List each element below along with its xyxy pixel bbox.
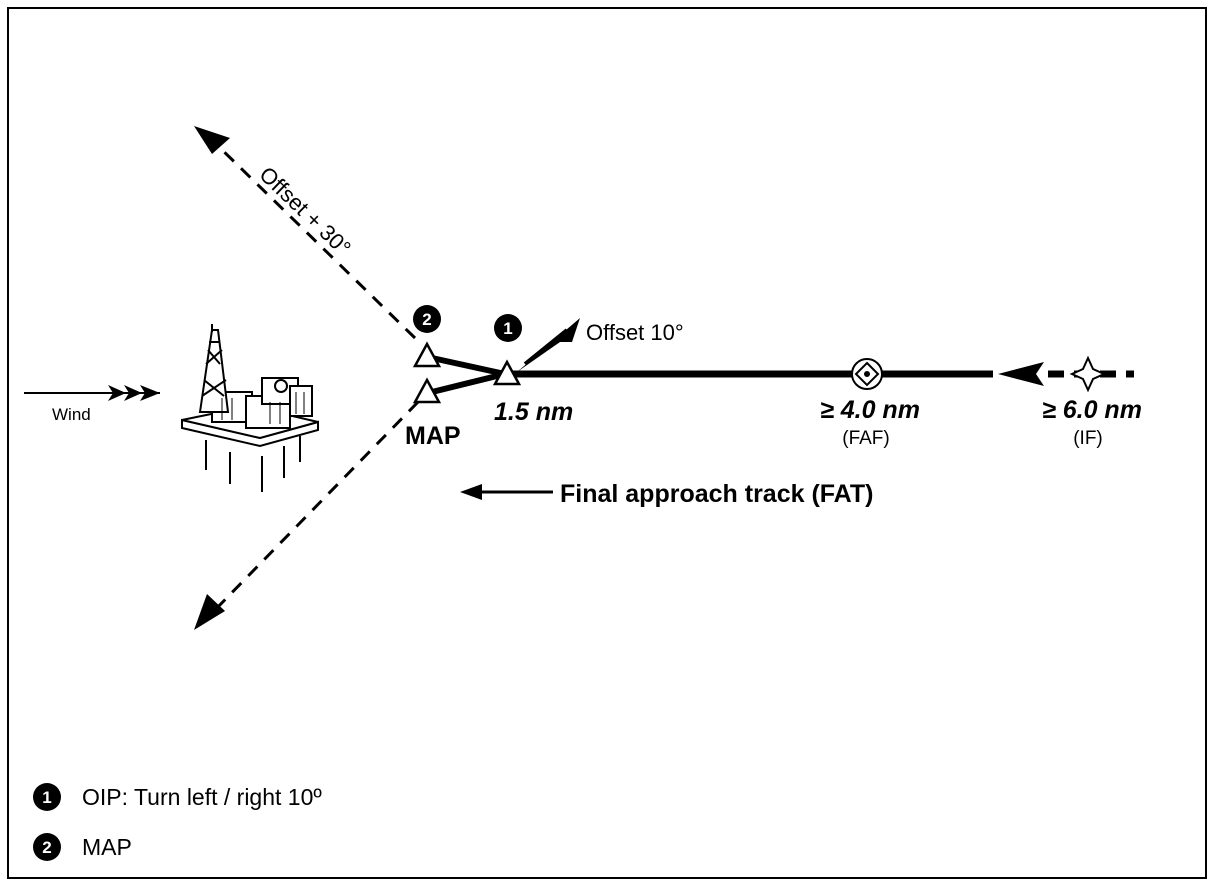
map-marker-badge: 2 — [413, 305, 441, 333]
legend-item-text: OIP: Turn left / right 10º — [82, 784, 322, 810]
legend-item-text: MAP — [82, 834, 132, 860]
offset-10-arrow — [517, 318, 580, 372]
map-triangle-upper-icon — [412, 341, 442, 368]
fat-label: Final approach track (FAT) — [560, 480, 873, 508]
offset-30-lower-line — [194, 400, 420, 630]
legend-item-number: 1 — [42, 788, 51, 807]
wind-arrow-icon — [24, 385, 160, 401]
faf-sub-label: (FAF) — [842, 428, 890, 449]
legend-badge-icon — [33, 783, 61, 811]
legend-item-number: 2 — [42, 838, 51, 857]
faf-distance-label: ≥ 4.0 nm — [820, 396, 920, 424]
faf-fix-icon — [851, 358, 883, 390]
legend-item: 1 OIP: Turn left / right 10º — [33, 783, 322, 811]
oil-platform-icon — [181, 324, 319, 492]
oip-marker-badge: 1 — [494, 314, 522, 342]
wind-label: Wind — [52, 405, 91, 424]
legend: 1 OIP: Turn left / right 10º 2 MAP — [33, 783, 322, 861]
map-triangle-lower-icon — [412, 377, 442, 404]
legend-item: 2 MAP — [33, 833, 132, 861]
if-distance-label: ≥ 6.0 nm — [1042, 396, 1142, 424]
oip-marker-number: 1 — [503, 319, 512, 338]
if-fix-icon — [1069, 355, 1107, 393]
oip-triangle-icon — [492, 359, 522, 386]
offset-10-label: Offset 10° — [586, 320, 684, 345]
oip-distance-label: 1.5 nm — [494, 398, 573, 426]
fat-direction-arrow — [460, 484, 553, 500]
map-marker-number: 2 — [422, 310, 431, 329]
if-inbound-arrow — [998, 362, 1134, 386]
offset-30-upper-line — [194, 126, 417, 340]
offset-30-label: Offset + 30° — [255, 162, 356, 261]
final-approach-track-line — [431, 355, 993, 395]
if-sub-label: (IF) — [1073, 428, 1103, 449]
diagram-border — [7, 7, 1207, 879]
map-label: MAP — [405, 422, 461, 450]
legend-badge-icon — [33, 833, 61, 861]
